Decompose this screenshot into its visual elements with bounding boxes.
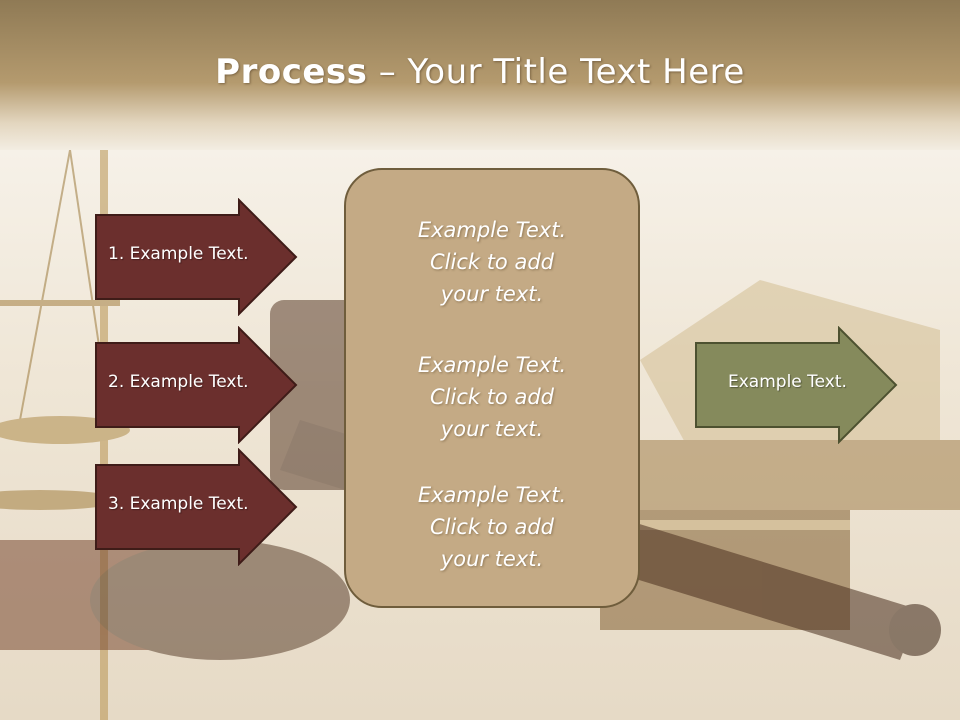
title-banner — [0, 0, 960, 150]
title-text: Your Title Text Here — [407, 52, 745, 92]
block-line: Click to add — [429, 515, 554, 539]
arrow-shape — [695, 326, 898, 444]
process-step-label: 2. Example Text. — [108, 372, 249, 392]
block-line: Click to add — [429, 385, 554, 409]
process-step-arrow-1[interactable]: 1. Example Text. — [94, 198, 300, 316]
block-line: Example Text. — [417, 483, 567, 507]
center-text-box[interactable]: Example Text. Click to add your text. Ex… — [344, 168, 640, 608]
block-line: Example Text. — [417, 218, 567, 242]
block-line: your text. — [440, 547, 544, 571]
result-label: Example Text. — [728, 372, 847, 392]
arrow-shape — [95, 198, 298, 316]
arrow-shape — [95, 448, 298, 566]
slide-title[interactable]: Process – Your Title Text Here — [0, 52, 960, 92]
process-step-label: 1. Example Text. — [108, 244, 249, 264]
result-arrow[interactable]: Example Text. — [694, 326, 900, 444]
block-line: Example Text. — [417, 353, 567, 377]
law-books-icon — [600, 280, 960, 630]
title-bold-part: Process — [215, 52, 368, 92]
block-line: your text. — [440, 417, 544, 441]
block-line: your text. — [440, 282, 544, 306]
process-step-arrow-3[interactable]: 3. Example Text. — [94, 448, 300, 566]
arrow-shape — [95, 326, 298, 444]
block-line: Click to add — [429, 250, 554, 274]
process-step-arrow-2[interactable]: 2. Example Text. — [94, 326, 300, 444]
title-dash: – — [367, 52, 408, 92]
process-step-label: 3. Example Text. — [108, 494, 249, 514]
center-text-block-1[interactable]: Example Text. Click to add your text. — [346, 214, 638, 310]
center-text-block-2[interactable]: Example Text. Click to add your text. — [346, 349, 638, 445]
center-text-block-3[interactable]: Example Text. Click to add your text. — [346, 479, 638, 575]
